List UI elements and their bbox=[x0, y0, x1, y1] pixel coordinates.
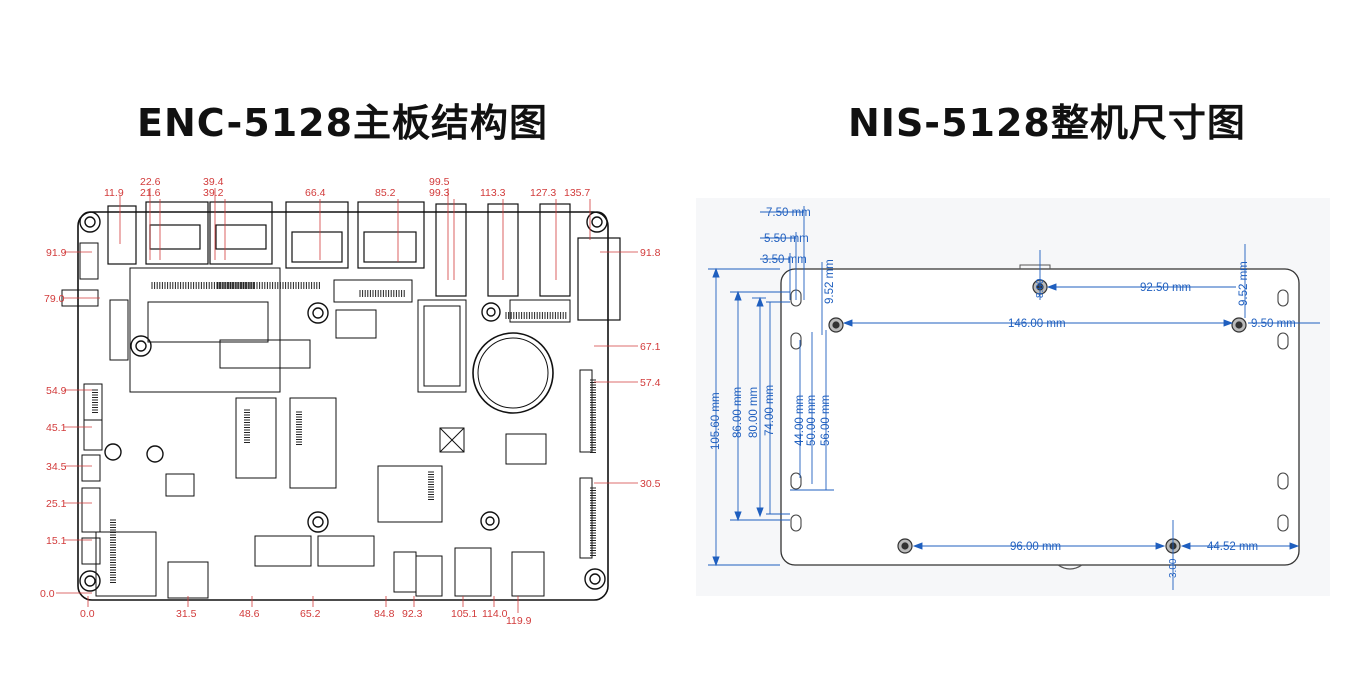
dim-label: 114.0 bbox=[482, 608, 508, 620]
dim-label: 92.50 mm bbox=[1140, 282, 1191, 294]
dim-label: 50.00 mm bbox=[806, 395, 818, 446]
dim-label: 99.3 bbox=[429, 187, 450, 199]
dim-label: 67.1 bbox=[640, 341, 661, 353]
dim-label: 11.9 bbox=[104, 187, 124, 199]
screw-bosses bbox=[828, 279, 1247, 554]
dim-label: 105.60 mm bbox=[710, 392, 722, 450]
dim-label: 0.0 bbox=[40, 588, 55, 600]
dim-label: 65.2 bbox=[300, 608, 321, 620]
dim-label: 113.3 bbox=[480, 187, 506, 199]
dim-label: 91.8 bbox=[640, 247, 661, 259]
dim-label: 91.9 bbox=[46, 247, 67, 259]
dim-label: 30.5 bbox=[640, 478, 661, 490]
dim-label: 54.9 bbox=[46, 385, 67, 397]
left-diagram-title: ENC-5128主板结构图 bbox=[137, 101, 549, 145]
dim-label: 96.00 mm bbox=[1010, 541, 1061, 553]
board-components bbox=[61, 242, 593, 599]
io-connectors bbox=[107, 201, 621, 321]
dim-label: 22.6 bbox=[140, 176, 161, 188]
dim-label: 0.0 bbox=[80, 608, 95, 620]
dim-label: 92.3 bbox=[402, 608, 423, 620]
dim-label: 57.4 bbox=[640, 377, 661, 389]
foot-bump bbox=[1057, 564, 1083, 570]
top-tab bbox=[1019, 264, 1051, 269]
dim-label: 66.4 bbox=[305, 187, 326, 199]
dim-label: 79.0 bbox=[44, 293, 65, 305]
dim-label: 31.5 bbox=[176, 608, 197, 620]
dim-label: 86.00 mm bbox=[732, 387, 744, 438]
chip-pin-rows bbox=[92, 282, 596, 583]
dim-label: 44.52 mm bbox=[1207, 541, 1258, 553]
dim-label: 74.00 mm bbox=[764, 385, 776, 436]
dim-label: 5.50 mm bbox=[764, 233, 809, 245]
dim-label: 84.8 bbox=[374, 608, 395, 620]
mounting-holes bbox=[79, 211, 608, 592]
right-diagram-title: NIS-5128整机尺寸图 bbox=[848, 101, 1246, 145]
dim-label: 39.4 bbox=[203, 176, 224, 188]
dim-label: 48.6 bbox=[239, 608, 260, 620]
dim-label: 80.00 mm bbox=[748, 387, 760, 438]
enclosure-outline bbox=[780, 268, 1300, 566]
vent-slots bbox=[790, 289, 1289, 532]
dim-label: 7.50 mm bbox=[766, 207, 811, 219]
dim-label: 56.00 mm bbox=[820, 395, 832, 446]
dim-label: 119.9 bbox=[506, 615, 532, 627]
dim-label: 3.50 mm bbox=[762, 254, 807, 266]
dim-label: 15.1 bbox=[46, 535, 67, 547]
dim-label: 127.3 bbox=[530, 187, 556, 199]
dim-label: 9.52 mm bbox=[824, 259, 836, 304]
dim-label: 3.00 bbox=[1168, 558, 1179, 578]
dim-label: 105.1 bbox=[451, 608, 477, 620]
dim-label: 85.2 bbox=[375, 187, 396, 199]
dim-label: 25.1 bbox=[46, 498, 67, 510]
enclosure-dimension-labels: 7.50 mm 5.50 mm 3.50 mm 92.50 mm 146.00 … bbox=[710, 207, 1296, 578]
board-dimension-labels: 11.9 22.6 21.6 39.4 39.2 66.4 85.2 99.5 … bbox=[40, 176, 661, 627]
dim-label: 9.52 mm bbox=[1238, 261, 1250, 306]
dimension-lines bbox=[708, 206, 1320, 590]
dim-label: 44.00 mm bbox=[794, 395, 806, 446]
dim-label: 45.1 bbox=[46, 422, 67, 434]
dim-label: 99.5 bbox=[429, 176, 450, 188]
dim-label: 39.2 bbox=[203, 187, 224, 199]
dim-label: 9.50 mm bbox=[1251, 318, 1296, 330]
dim-label: 146.00 mm bbox=[1008, 318, 1066, 330]
dim-label: 34.5 bbox=[46, 461, 67, 473]
board-outline bbox=[77, 211, 609, 601]
dim-label: 135.7 bbox=[564, 187, 590, 199]
dim-label: 8.00 bbox=[1035, 278, 1046, 298]
